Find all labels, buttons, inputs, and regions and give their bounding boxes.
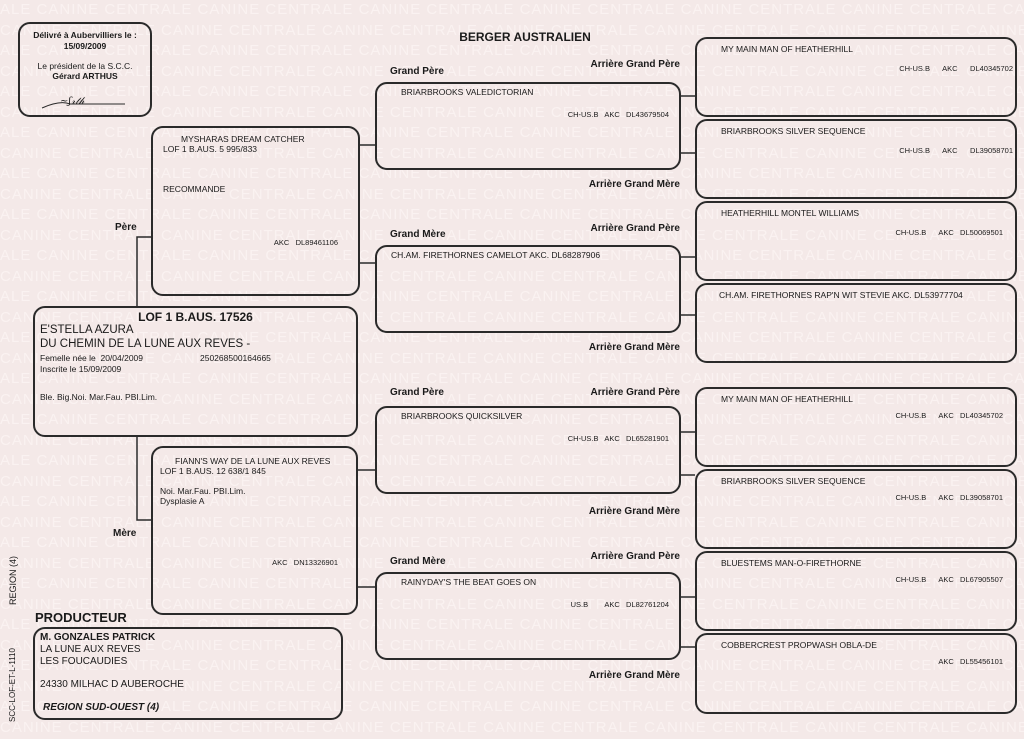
side-code: SCC-LOF-ET-L-1110 xyxy=(8,648,17,722)
great-grandparent-reg: CH-US.B AKC DL40345702 xyxy=(895,411,1003,420)
signature: ~ʃ𝓇𝓉𝒽 xyxy=(60,96,85,107)
grandparent-reg: US.B AKC DL82761204 xyxy=(570,600,669,609)
grand-mere-label: Grand Mère xyxy=(390,229,446,240)
great-grandparent-reg: AKC DL55456101 xyxy=(938,657,1003,666)
great-grandparent-reg: CH-US.B AKC DL50069501 xyxy=(895,228,1003,237)
mere-name: FIANN'S WAY DE LA LUNE AUX REVES xyxy=(175,456,331,466)
dog-lof: LOF 1 B.AUS. 17526 xyxy=(138,310,253,324)
great-grandparent-name: BRIARBROOKS SILVER SEQUENCE xyxy=(721,126,866,136)
producer-address: 24330 MILHAC D AUBEROCHE xyxy=(40,679,184,690)
dog-tests: Ble. Big.Noi. Mar.Fau. PBI.Lim. xyxy=(40,392,158,402)
great-grandparent-box: COBBERCREST PROPWASH OBLA-DE AKC DL55456… xyxy=(695,633,1017,714)
producer-region: REGION SUD-OUEST (4) xyxy=(43,702,160,713)
arriere-grand-mere-label: Arrière Grand Mère xyxy=(588,506,680,517)
pere-note: RECOMMANDE xyxy=(163,184,226,194)
dog-box: LOF 1 B.AUS. 17526 E'STELLA AZURA DU CHE… xyxy=(33,306,358,437)
grandparent-reg: CH-US.B AKC DL43679504 xyxy=(567,110,669,119)
delivery-box: Délivré à Aubervilliers le : 15/09/2009 … xyxy=(18,22,152,117)
president-title: Le président de la S.C.C. xyxy=(37,61,133,71)
breed-title: BERGER AUSTRALIEN xyxy=(459,30,591,44)
arriere-grand-mere-label: Arrière Grand Mère xyxy=(588,670,680,681)
mere-reg: AKC DN13326901 xyxy=(272,558,338,567)
great-grandparent-name: BRIARBROOKS SILVER SEQUENCE xyxy=(721,476,866,486)
grandparent-box: CH.AM. FIRETHORNES CAMELOT AKC. DL682879… xyxy=(375,245,681,333)
great-grandparent-name: CH.AM. FIRETHORNES RAP'N WIT STEVIE AKC.… xyxy=(719,290,963,300)
great-grandparent-name: MY MAIN MAN OF HEATHERHILL xyxy=(721,44,853,54)
great-grandparent-name: HEATHERHILL MONTEL WILLIAMS xyxy=(721,208,860,218)
great-grandparent-name: COBBERCREST PROPWASH OBLA-DE xyxy=(721,640,877,650)
grand-pere-label: Grand Père xyxy=(390,387,444,398)
mere-tests: Noi. Mar.Fau. PBI.Lim. xyxy=(160,486,246,496)
great-grandparent-reg: CH-US.B AKC DL39058701 xyxy=(895,493,1003,502)
president-name: Gérard ARTHUS xyxy=(52,71,118,81)
great-grandparent-box: MY MAIN MAN OF HEATHERHILL CH-US.B AKC D… xyxy=(695,387,1017,467)
great-grandparent-name: MY MAIN MAN OF HEATHERHILL xyxy=(721,394,853,404)
producer-kennel: LA LUNE AUX REVES xyxy=(40,644,141,655)
side-region: REGION (4) xyxy=(8,555,18,605)
great-grandparent-box: MY MAIN MAN OF HEATHERHILL CH-US.B AKC D… xyxy=(695,37,1017,117)
great-grandparent-box: BRIARBROOKS SILVER SEQUENCE CH-US.B AKC … xyxy=(695,469,1017,549)
grandparent-name: RAINYDAY'S THE BEAT GOES ON xyxy=(401,577,537,587)
arriere-grand-pere-label: Arrière Grand Père xyxy=(590,223,681,234)
mere-lof: LOF 1 B.AUS. 12 638/1 845 xyxy=(160,466,266,476)
pere-reg: AKC DL89461106 xyxy=(273,238,338,247)
great-grandparent-box: BLUESTEMS MAN-O-FIRETHORNE CH-US.B AKC D… xyxy=(695,551,1017,631)
dog-chip: 250268500164665 xyxy=(200,353,271,363)
grandparent-box: BRIARBROOKS QUICKSILVER CH-US.B AKC DL65… xyxy=(375,406,681,494)
great-grandparent-box: HEATHERHILL MONTEL WILLIAMS CH-US.B AKC … xyxy=(695,201,1017,281)
arriere-grand-pere-label: Arrière Grand Père xyxy=(590,551,681,562)
pere-box: MYSHARAS DREAM CATCHER LOF 1 B.AUS. 5 99… xyxy=(151,126,360,296)
dog-name: E'STELLA AZURA xyxy=(40,324,134,336)
arriere-grand-mere-label: Arrière Grand Mère xyxy=(588,179,680,190)
grand-mere-label: Grand Mère xyxy=(390,556,446,567)
great-grandparent-box: BRIARBROOKS SILVER SEQUENCE CH-US.B AKC … xyxy=(695,119,1017,199)
arriere-grand-mere-label: Arrière Grand Mère xyxy=(588,342,680,353)
dog-affix: DU CHEMIN DE LA LUNE AUX REVES - xyxy=(40,338,251,350)
arriere-grand-pere-label: Arrière Grand Père xyxy=(590,59,681,70)
grandparent-name: BRIARBROOKS VALEDICTORIAN xyxy=(401,87,534,97)
producer-heading: PRODUCTEUR xyxy=(35,610,127,625)
pere-label: Père xyxy=(115,222,137,233)
great-grandparent-name: BLUESTEMS MAN-O-FIRETHORNE xyxy=(721,558,862,568)
arriere-grand-pere-label: Arrière Grand Père xyxy=(590,387,681,398)
great-grandparent-reg: CH-US.B AKC DL40345702 xyxy=(899,64,1013,73)
great-grandparent-box: CH.AM. FIRETHORNES RAP'N WIT STEVIE AKC.… xyxy=(695,283,1017,363)
mere-box: FIANN'S WAY DE LA LUNE AUX REVES LOF 1 B… xyxy=(151,446,358,615)
dog-birth: Femelle née le 20/04/2009 xyxy=(40,353,144,363)
pere-name: MYSHARAS DREAM CATCHER xyxy=(181,134,305,144)
grand-pere-label: Grand Père xyxy=(390,66,444,77)
producer-box: M. GONZALES PATRICK LA LUNE AUX REVES LE… xyxy=(33,627,343,720)
pere-lof: LOF 1 B.AUS. 5 995/833 xyxy=(163,144,258,154)
grandparent-box: RAINYDAY'S THE BEAT GOES ON US.B AKC DL8… xyxy=(375,572,681,660)
producer-name: M. GONZALES PATRICK xyxy=(40,632,156,643)
grandparent-name: BRIARBROOKS QUICKSILVER xyxy=(401,411,523,421)
grandparent-box: BRIARBROOKS VALEDICTORIAN CH-US.B AKC DL… xyxy=(375,82,681,170)
grandparent-name: CH.AM. FIRETHORNES CAMELOT AKC. DL682879… xyxy=(391,250,601,260)
mere-dysplasia: Dysplasie A xyxy=(160,496,205,506)
delivery-place: Délivré à Aubervilliers le : xyxy=(33,30,137,40)
mere-label: Mère xyxy=(113,528,137,539)
great-grandparent-reg: CH-US.B AKC DL67905507 xyxy=(895,575,1003,584)
delivery-date: 15/09/2009 xyxy=(63,41,107,51)
grandparent-reg: CH-US.B AKC DL65281901 xyxy=(567,434,669,443)
producer-locality: LES FOUCAUDIES xyxy=(40,656,128,667)
great-grandparent-reg: CH-US.B AKC DL39058701 xyxy=(899,146,1013,155)
dog-registered: Inscrite le 15/09/2009 xyxy=(40,364,122,374)
